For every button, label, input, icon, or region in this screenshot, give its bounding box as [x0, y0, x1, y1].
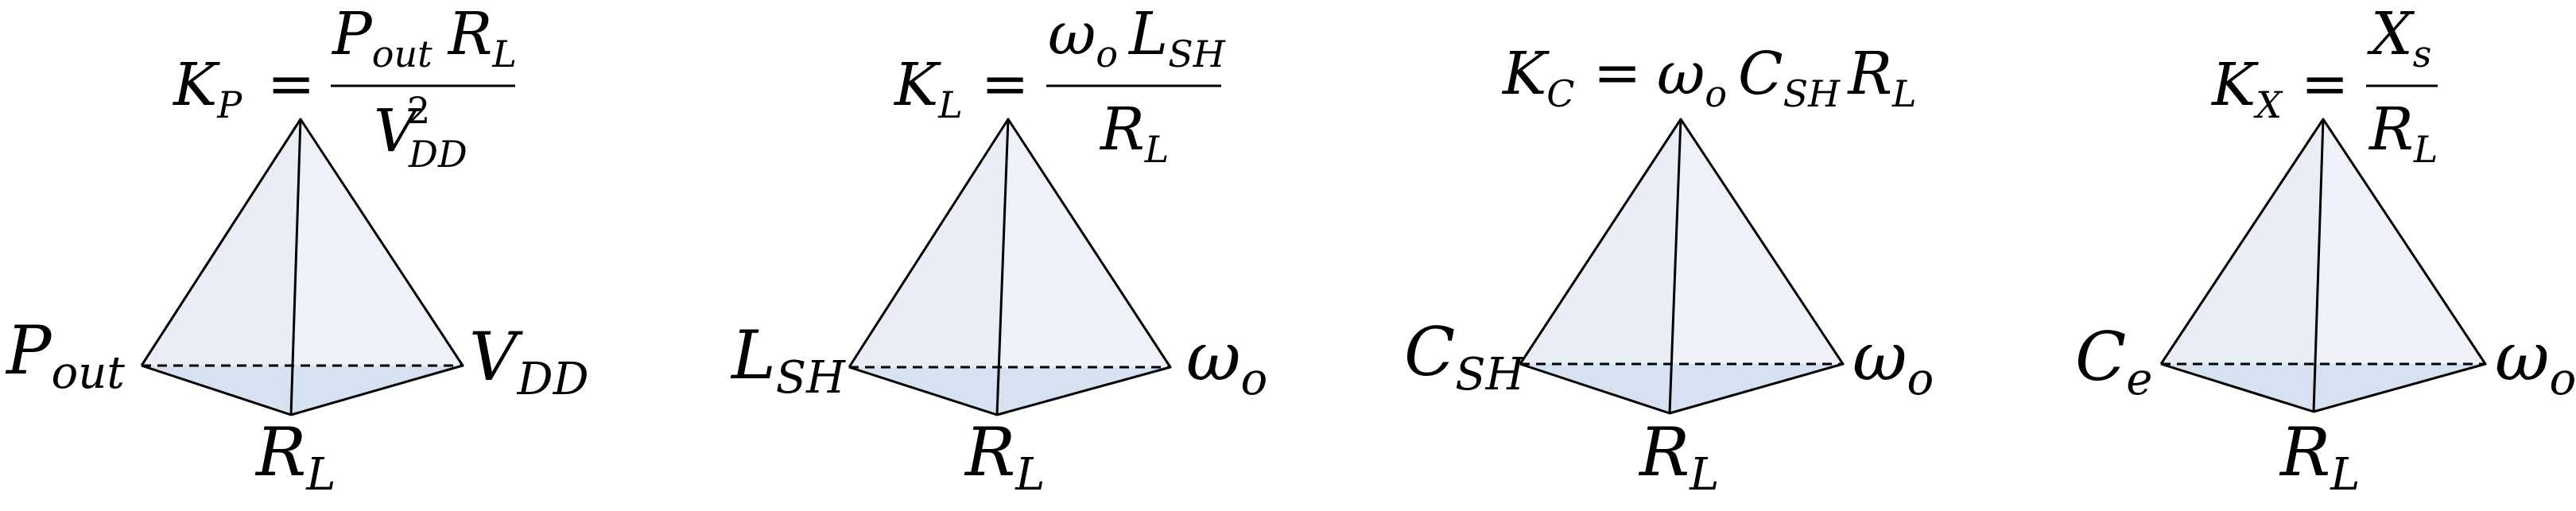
- pyramid-2-bottom-label: RL: [964, 413, 1045, 501]
- pyramid-4-bottom-label: RL: [2279, 413, 2360, 501]
- pyramid-4-left-label: Ce: [2075, 318, 2152, 405]
- formula-1-denominator: V: [374, 97, 421, 165]
- pyramid-4-front-edge: [2312, 118, 2325, 412]
- pyramid-1-outline: [140, 118, 464, 416]
- pyramid-3-right-label: ωo: [1852, 318, 1934, 405]
- pyramid-2-right-face: [997, 119, 1170, 415]
- pyramid-4-right-face: [2314, 119, 2485, 412]
- formula-2-lhs: KL: [893, 51, 963, 126]
- pyramid-3-bottom-label: RL: [1638, 413, 1719, 501]
- pyramid-2-outline: [848, 118, 1172, 416]
- pyramid-1-left-label: Pout: [5, 312, 125, 399]
- pyramid-1-right-label: VDD: [469, 318, 588, 405]
- pyramid-3-left-face: [1520, 119, 1681, 413]
- formula-1-denominator-sub: DD: [408, 133, 467, 176]
- pyramid-1-bottom-face: [142, 366, 463, 415]
- formula-4-denominator: RL: [2368, 95, 2438, 171]
- pyramid-1-bottom-label: RL: [254, 413, 336, 501]
- pyramid-2-right-label: ωo: [1186, 318, 1267, 405]
- pyramid-reactance: KX = Xs RL Ce ωo RL: [2075, 0, 2576, 501]
- pyramid-2-bottom-face: [849, 367, 1170, 415]
- pyramid-1-left-face: [142, 119, 301, 415]
- pyramid-4-left-face: [2161, 119, 2323, 412]
- formula-1-denominator-sup: 2: [407, 89, 430, 132]
- formula-1-lhs: KP: [172, 51, 242, 126]
- formula-4-equals: =: [2301, 50, 2349, 117]
- pyramid-4-right-label: ωo: [2495, 318, 2576, 405]
- pyramid-3-right-face: [1670, 119, 1843, 413]
- formula-4-lhs: KX: [2210, 51, 2283, 126]
- formula-3-equals: =: [1593, 39, 1641, 106]
- pyramid-3-outline: [1519, 118, 1845, 415]
- pyramid-3-front-edge: [1668, 118, 1682, 414]
- pyramid-4-outline: [2159, 118, 2487, 413]
- pyramid-3-bottom-face: [1520, 364, 1843, 413]
- pyramid-3-left-label: CSH: [1404, 313, 1526, 401]
- formula-3-lhs: KC: [1501, 40, 1575, 115]
- pyramid-4-bottom-face: [2161, 364, 2485, 412]
- pyramid-2-left-face: [849, 119, 1008, 415]
- pyramid-1-front-edge: [289, 118, 302, 416]
- pyramid-2-left-label: LSH: [730, 316, 846, 404]
- formula-4-numerator: Xs: [2367, 0, 2431, 75]
- formula-2-equals: =: [981, 50, 1029, 117]
- formula-2-denominator: RL: [1099, 95, 1169, 171]
- pyramid-2-front-edge: [995, 118, 1010, 416]
- pyramid-1-right-face: [291, 119, 463, 415]
- formula-1-equals: =: [267, 50, 315, 117]
